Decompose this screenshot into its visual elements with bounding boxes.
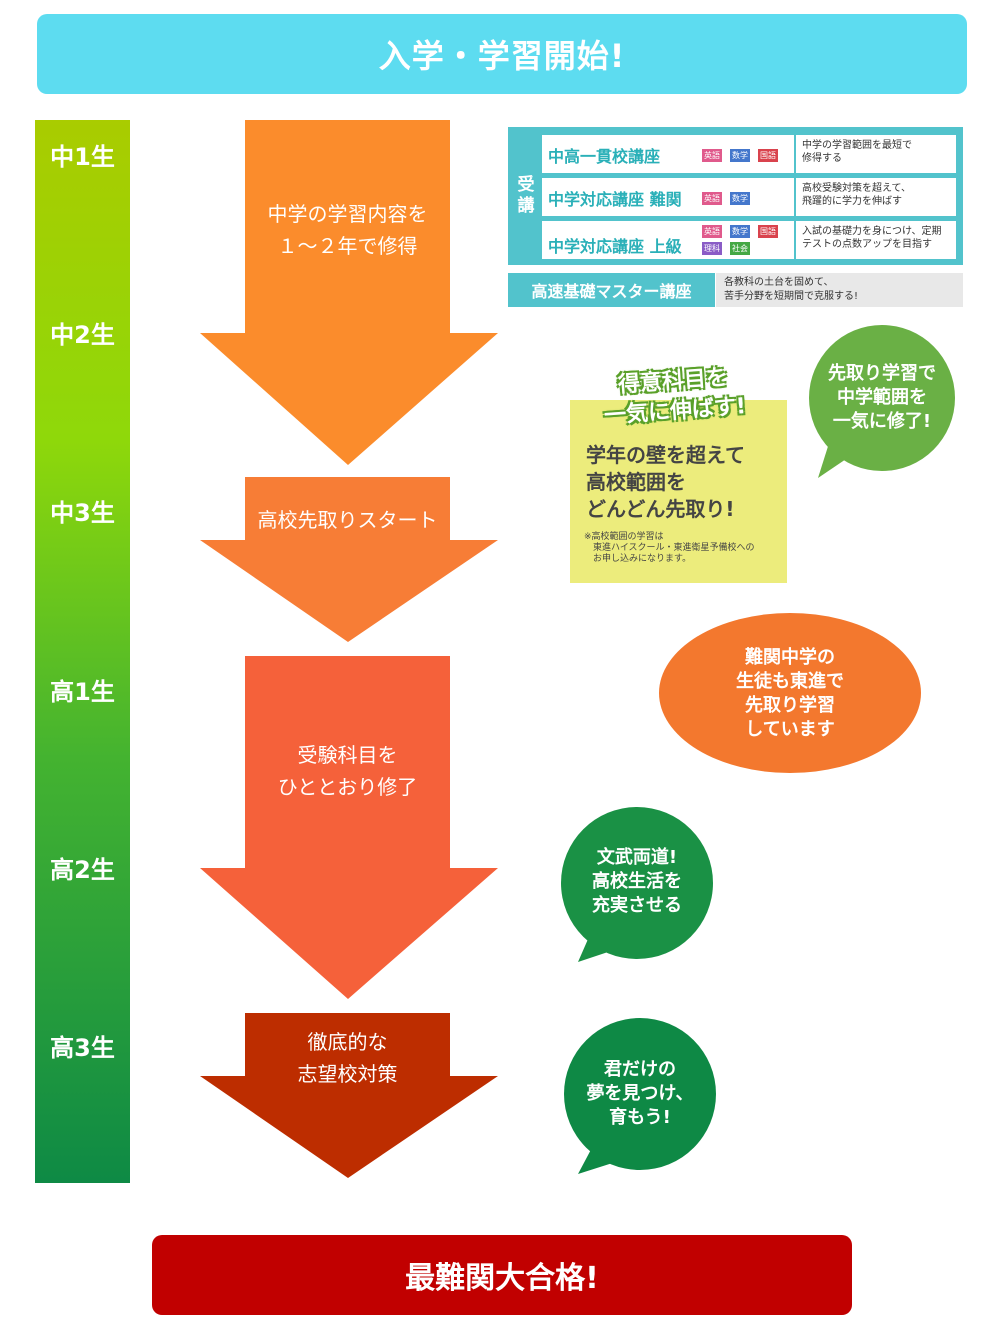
- stage-arrow: [200, 1013, 498, 1178]
- course-row: 中学対応講座 難関 英語 数学: [542, 178, 794, 216]
- subject-tag: 理科: [702, 242, 722, 255]
- start-banner: 入学・学習開始!: [37, 14, 967, 94]
- stage-arrow: [200, 120, 498, 465]
- subject-tag: 数学: [730, 225, 750, 238]
- subject-tag: 社会: [730, 242, 750, 255]
- bubble-text: 先取り学習で 中学範囲を 一気に修了!: [828, 363, 936, 432]
- goal-banner-text: 最難関大合格!: [405, 1261, 599, 1296]
- course-side-label: 受 講: [517, 175, 535, 216]
- stage-text: 高校先取りスタート: [257, 508, 438, 532]
- grade-bar: 中1生 中2生 中3生 高1生 高2生 高3生: [35, 120, 130, 1183]
- grade-label: 高1生: [50, 678, 115, 706]
- course-row: 中高一貫校講座 英語 数学 国語: [542, 135, 794, 173]
- bubble-text: 難関中学の 生徒も東進で 先取り学習 しています: [736, 647, 844, 740]
- course-row: 中学対応講座 上級 英語 数学 国語 理科 社会: [542, 221, 794, 259]
- bubble-text: 文武両道! 高校生活を 充実させる: [592, 847, 682, 916]
- subject-tag: 英語: [702, 225, 722, 238]
- course-name: 中学対応講座 難関: [548, 190, 682, 209]
- subject-tag: 英語: [702, 149, 722, 162]
- grade-label: 高2生: [50, 856, 115, 884]
- stage-arrow: [200, 477, 498, 642]
- subject-tag: 数学: [730, 149, 750, 162]
- master-course-name: 高速基礎マスター講座: [508, 273, 715, 307]
- speech-bubble: [809, 325, 955, 478]
- course-name: 中学対応講座 上級: [548, 237, 682, 256]
- grade-label: 中2生: [50, 321, 115, 349]
- bubble-text: 君だけの 夢を見つけ、 育もう!: [586, 1059, 694, 1128]
- goal-banner: 最難関大合格!: [152, 1235, 852, 1315]
- highlight-main-text: 学年の壁を超えて 高校範囲を どんどん先取り!: [586, 443, 745, 521]
- highlight-box: 学年の壁を超えて 高校範囲を どんどん先取り! ※高校範囲の学習は 東進ハイスク…: [570, 400, 787, 583]
- subject-tag: 国語: [758, 225, 778, 238]
- speech-bubble: [564, 1018, 716, 1174]
- highlight-note: ※高校範囲の学習は 東進ハイスクール・東進衛星予備校への お申し込みになります。: [584, 532, 755, 564]
- course-description: 高校受験対策を超えて、 飛躍的に学力を伸ばす: [796, 178, 956, 216]
- grade-label: 中1生: [50, 143, 115, 171]
- course-name: 中高一貫校講座: [548, 147, 661, 166]
- course-description: 入試の基礎力を身につけ、定期 テストの点数アップを目指す: [796, 221, 956, 259]
- stage-arrow: [200, 656, 498, 999]
- stage-text: 受験科目を ひととおり修了: [277, 743, 418, 799]
- speech-bubble: [561, 807, 713, 962]
- grade-label: 中3生: [50, 499, 115, 527]
- stage-text: 徹底的な 志望校対策: [297, 1030, 398, 1086]
- start-banner-text: 入学・学習開始!: [378, 37, 626, 75]
- stage-text: 中学の学習内容を １～２年で修得: [267, 202, 428, 258]
- grade-label: 高3生: [50, 1034, 115, 1062]
- subject-tag: 国語: [758, 149, 778, 162]
- speech-bubble: [659, 613, 921, 773]
- master-course-description: 各教科の土台を固めて、 苦手分野を短期間で克服する!: [716, 273, 963, 307]
- course-panel: 受 講 中高一貫校講座 英語 数学 国語 中学の学習範囲を最短で 修得する 中学…: [508, 127, 963, 265]
- course-description: 中学の学習範囲を最短で 修得する: [796, 135, 956, 173]
- subject-tag: 数学: [730, 192, 750, 205]
- subject-tag: 英語: [702, 192, 722, 205]
